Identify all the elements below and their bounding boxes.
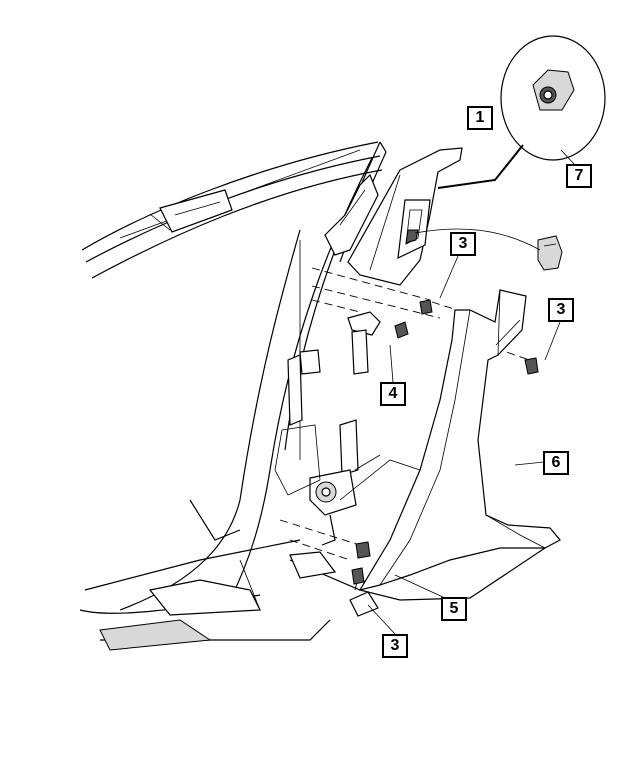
callout-3b: 3 [548,298,574,322]
callout-3c: 3 [382,634,408,658]
screws [351,299,539,585]
seat-belt-retractor [274,419,359,546]
clip-detail [414,228,563,271]
detail-magnifier [437,35,606,189]
roof-rail [81,141,383,279]
callout-6: 6 [543,451,569,475]
callout-1: 1 [467,106,493,130]
callout-7: 7 [566,164,592,188]
body-pillar [119,141,387,611]
callout-3a: 3 [450,232,476,256]
floor-sill [79,454,546,651]
callout-4: 4 [380,382,406,406]
leader-lines [367,149,576,635]
callout-5: 5 [441,597,467,621]
upper-pillar-trim [324,147,463,286]
belt-bracket [347,311,381,375]
lower-pillar-trim [358,289,561,591]
